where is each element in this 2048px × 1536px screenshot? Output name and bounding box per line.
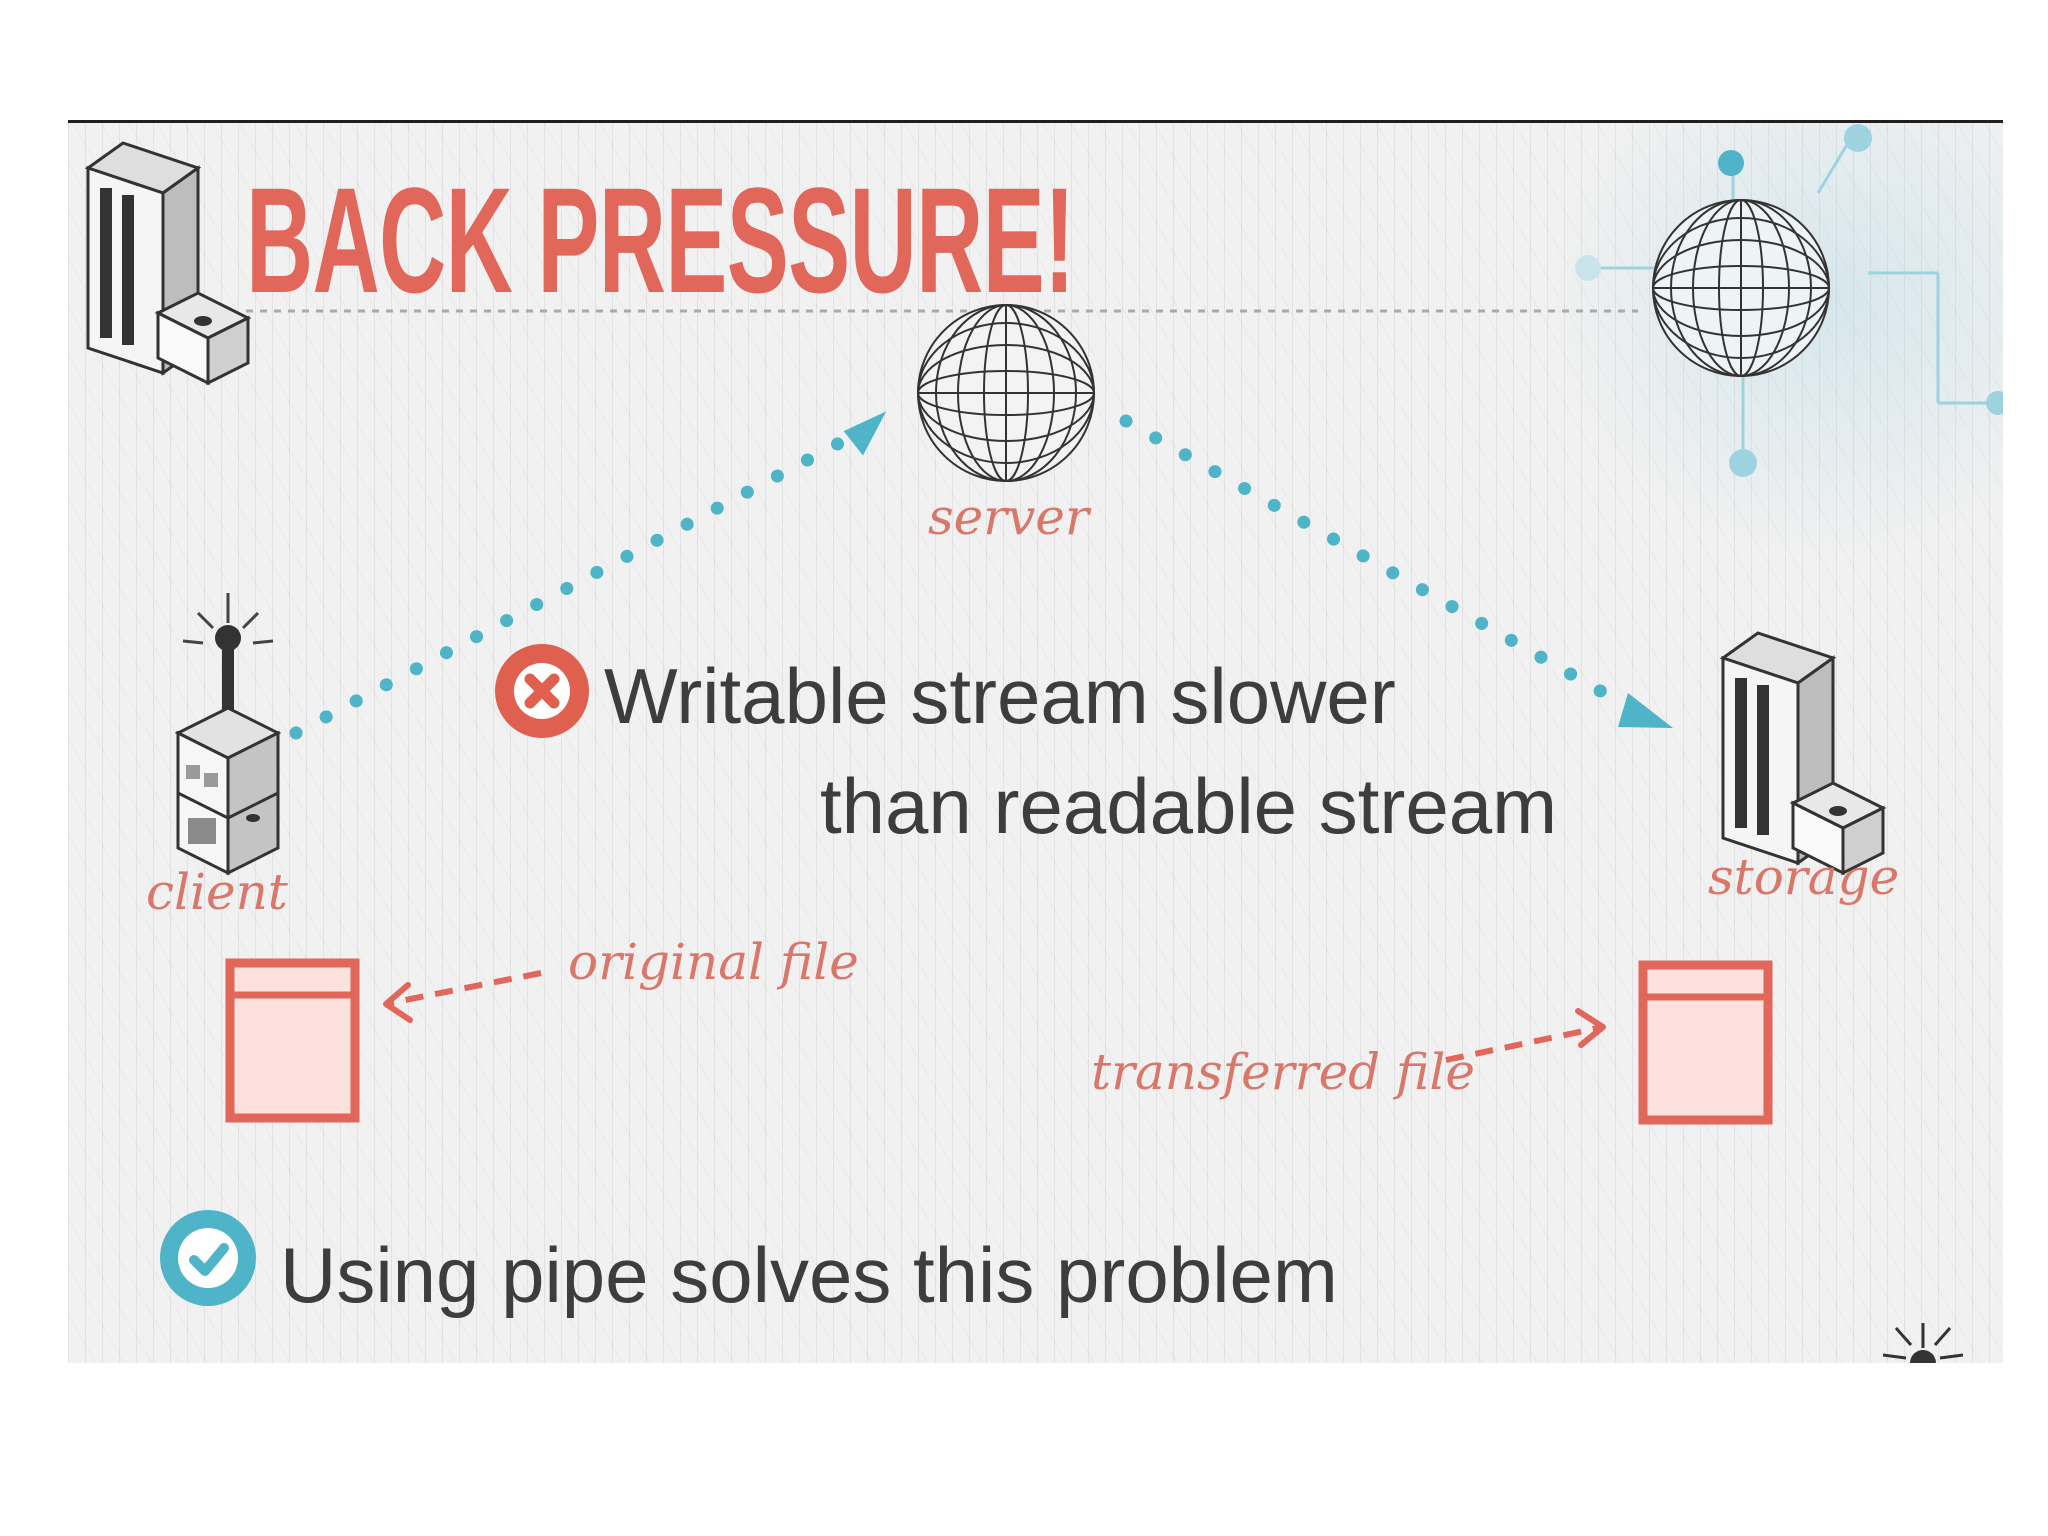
network-node — [1986, 391, 2003, 415]
solution-text: Using pipe solves this problem — [280, 1231, 1338, 1319]
problem-text-line-1: Writable stream slower — [604, 652, 1396, 740]
original-file-arrow — [389, 970, 542, 1006]
back-pressure-slide: BACK PRESSURE! server client storage ori… — [68, 120, 2003, 1363]
page-title: BACK PRESSURE! — [246, 156, 1075, 324]
flow-server-to-storage — [1119, 414, 1625, 708]
client-label: client — [146, 863, 288, 921]
x-circle-icon — [495, 644, 589, 738]
antenna-device-icon — [174, 593, 282, 876]
antenna-icon — [1882, 1323, 1964, 1360]
network-node — [1729, 449, 1757, 477]
server-tower-icon — [1719, 631, 1887, 876]
transferred-file-arrowhead — [1575, 1008, 1606, 1048]
server-tower-icon — [84, 141, 252, 386]
transferred-file-label: transferred file — [1091, 1043, 1475, 1101]
original-file-icon — [225, 958, 360, 1123]
diagram-canvas — [84, 124, 2003, 1363]
original-file-arrowhead — [383, 982, 413, 1023]
globe-icon — [1652, 199, 1830, 377]
flow-arrowhead — [1618, 693, 1673, 728]
server-label: server — [928, 488, 1089, 546]
storage-label: storage — [1708, 848, 1900, 906]
globe-icon — [917, 304, 1095, 482]
problem-text-line-2: than readable stream — [820, 762, 1558, 850]
antenna-tip — [1910, 1350, 1936, 1363]
network-node — [1718, 150, 1744, 176]
transferred-file-arrow — [1445, 1025, 1599, 1063]
transferred-file-icon — [1638, 960, 1773, 1125]
network-node — [1575, 255, 1601, 281]
flow-client-to-server — [289, 418, 880, 740]
network-node — [1844, 124, 1872, 152]
check-circle-icon — [160, 1210, 256, 1306]
flow-arrowhead — [843, 411, 887, 456]
original-file-label: original file — [568, 933, 859, 991]
